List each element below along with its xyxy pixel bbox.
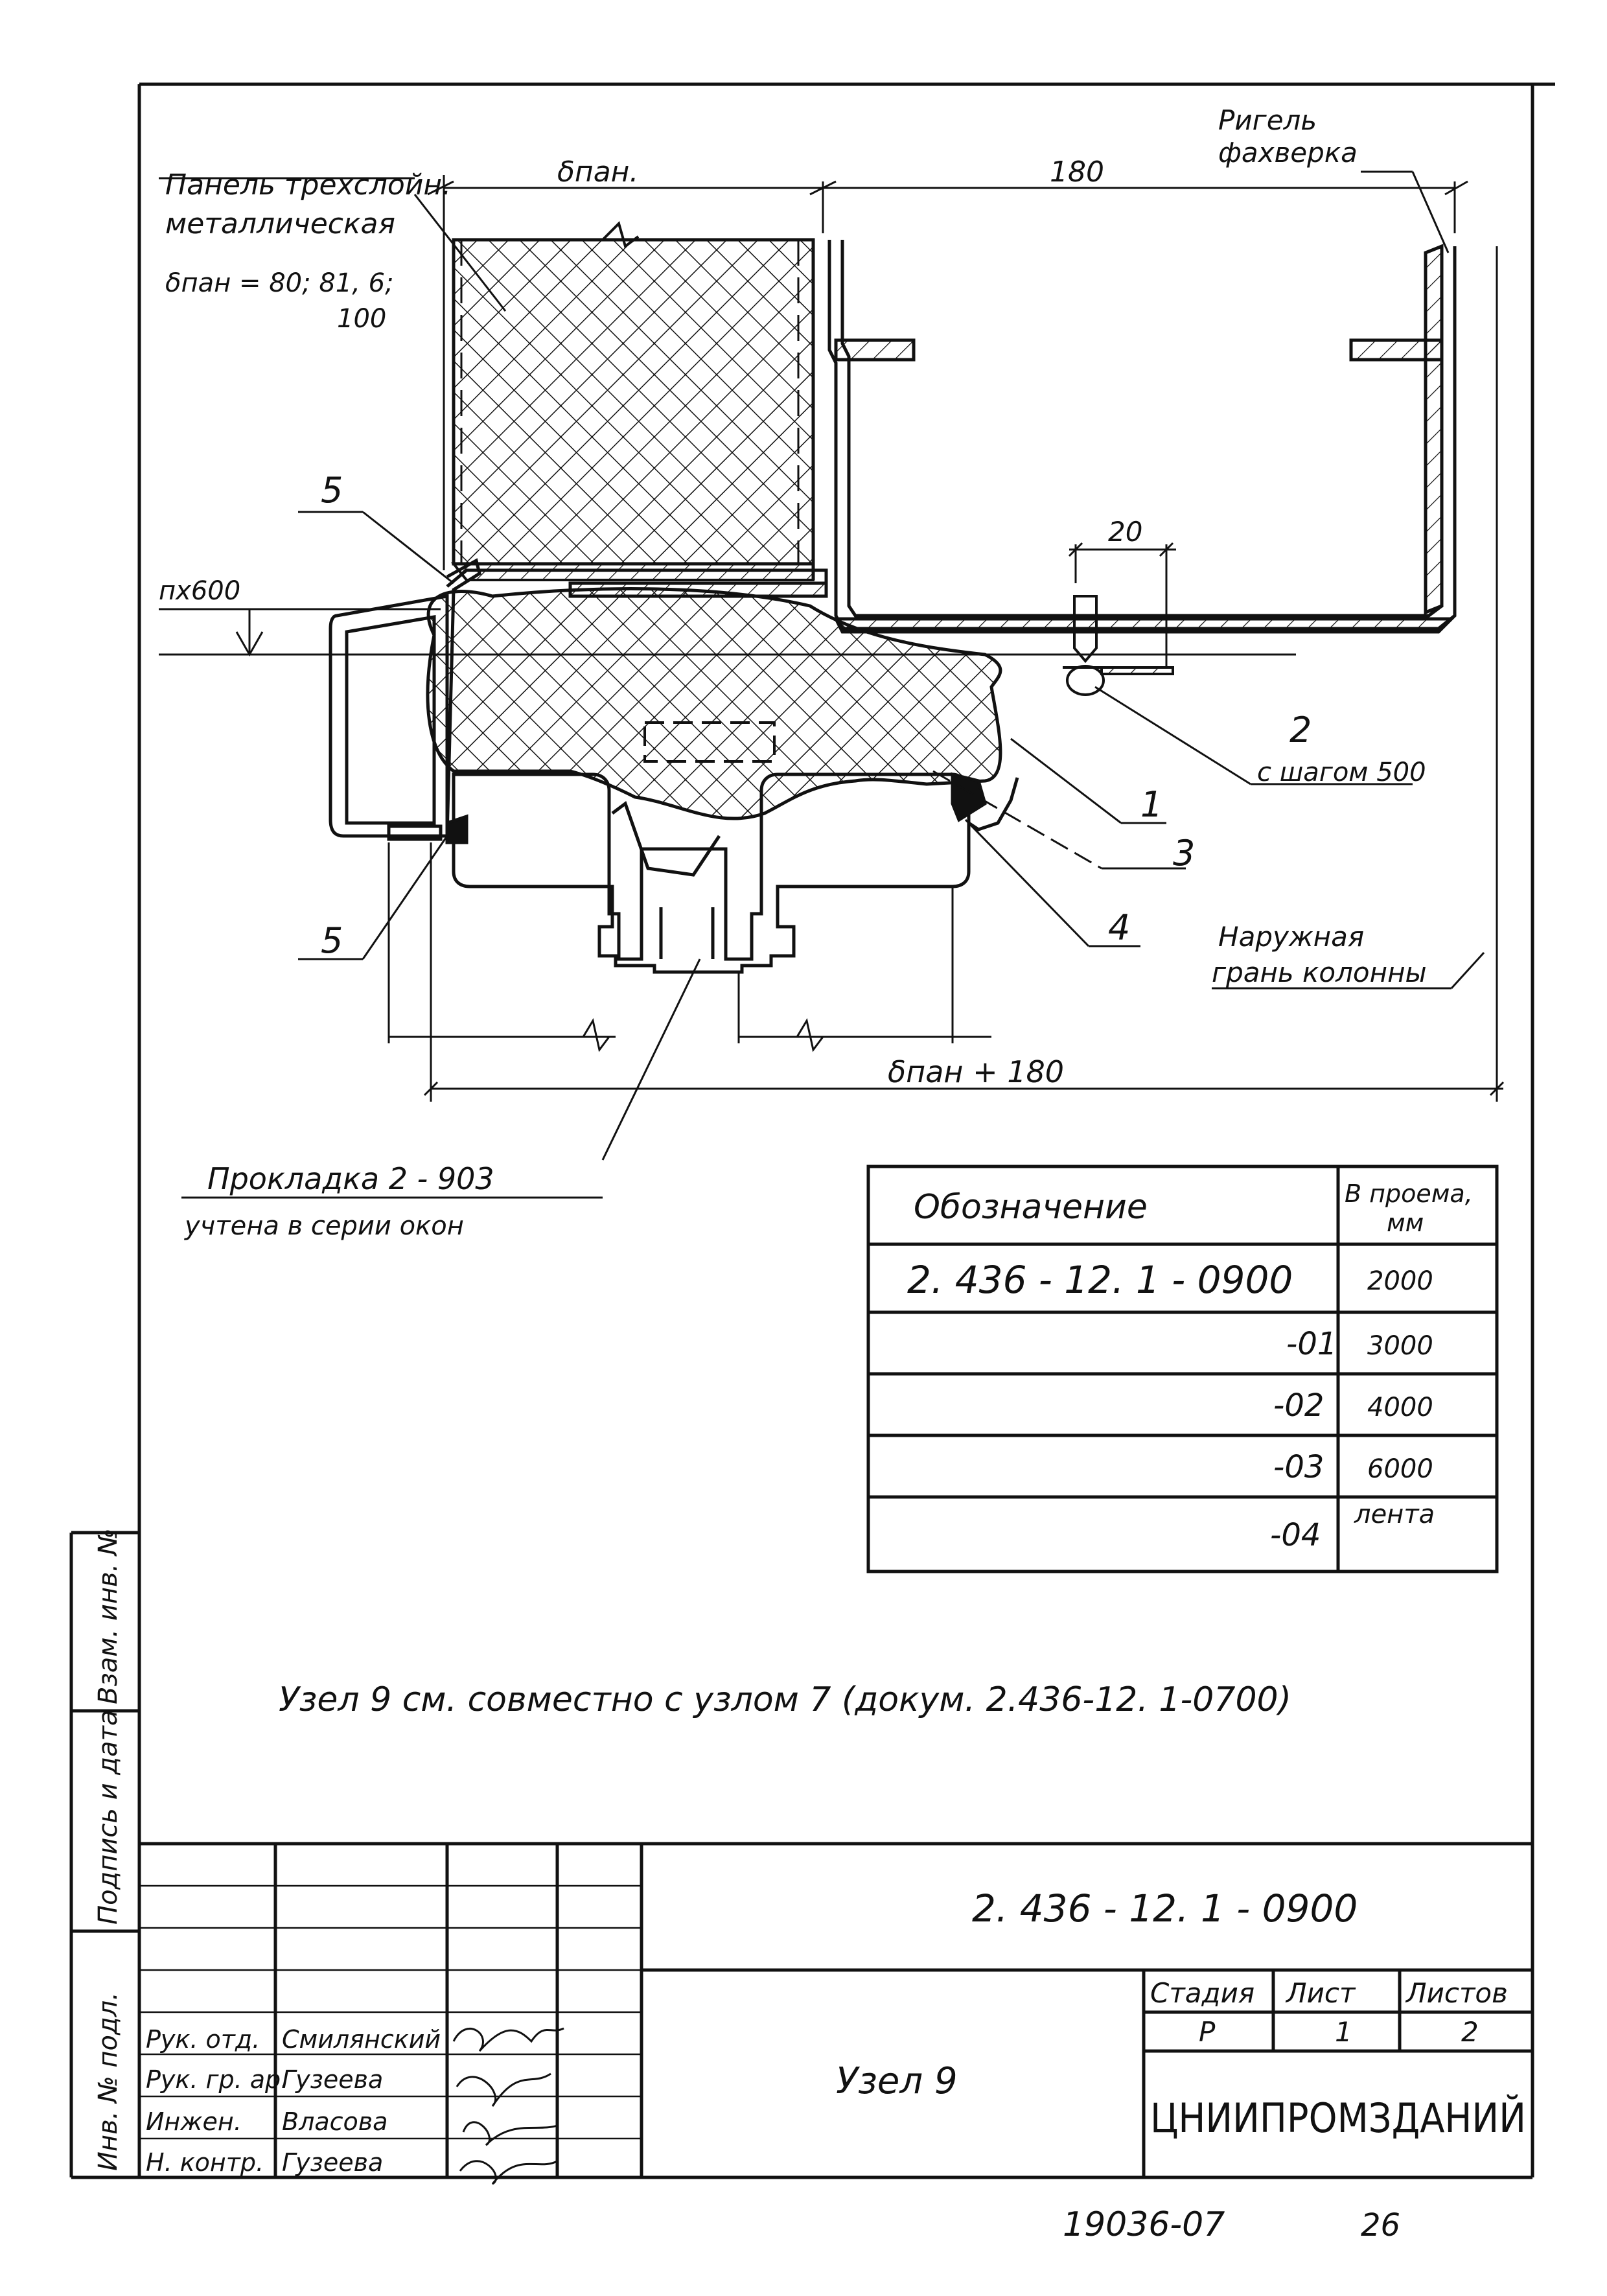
dim-total-label: δпан + 180 [888, 1054, 1064, 1089]
sheet-value: 1 [1335, 2016, 1352, 2048]
sheets-label: Листов [1405, 1977, 1508, 2009]
footer: 19036-07 26 [1063, 2205, 1400, 2244]
role-name: Смилянский [282, 2025, 441, 2054]
panel-label-line1: Панель трехслойн. [165, 168, 451, 202]
drawing-title: Узел 9 [836, 2060, 958, 2102]
left-flashing [329, 558, 1019, 844]
spec-row-opening: лента [1354, 1500, 1435, 1529]
stage-value: Р [1199, 2016, 1216, 2048]
archive-number: 19036-07 [1063, 2205, 1225, 2244]
spec-row-opening: 2000 [1367, 1266, 1433, 1296]
spec-header-opening-line1: В проема, [1345, 1179, 1473, 1208]
column-face-line2: грань колонны [1212, 957, 1427, 988]
role-name: Гузеева [282, 2148, 383, 2177]
dim-panel-label: δпан. [557, 156, 638, 189]
panel-three-layer [450, 221, 815, 581]
spec-table: Обозначение В проема, мм 2. 436 - 12. 1 … [866, 1165, 1499, 1573]
stage-label: Стадия [1150, 1977, 1254, 2009]
role-label: Рук. отд. [146, 2025, 260, 2054]
side-stamp: Взам. инв. № Подпись и дата Инв. № подл. [93, 1528, 123, 2171]
gasket-label-line2: учтена в серии окон [184, 1211, 464, 1241]
side-stamp-vzam-inv: Взам. инв. № [93, 1528, 123, 1704]
spec-row-designation: -04 [1270, 1517, 1321, 1553]
rigel-label-line2: фахверка [1218, 137, 1358, 168]
spec-header-designation: Обозначение [914, 1188, 1148, 1227]
role-label: Рук. гр. ар. [146, 2065, 288, 2094]
callout-5-bottom: 5 [321, 920, 343, 961]
callout-3: 3 [1173, 833, 1195, 874]
rigel-label-line1: Ригель [1218, 104, 1317, 136]
callout-5-top: 5 [321, 470, 343, 511]
panel-label-line2: металлическая [165, 207, 395, 240]
section-mark-label: пх600 [159, 576, 240, 606]
spec-row-opening: 6000 [1367, 1454, 1433, 1484]
spec-row-designation: -02 [1273, 1387, 1324, 1424]
role-name: Власова [282, 2107, 387, 2136]
dim-20-label: 20 [1108, 516, 1142, 548]
node-note: Узел 9 см. совместно с узлом 7 (докум. 2… [279, 1680, 1291, 1719]
title-block: 2. 436 - 12. 1 - 0900 Узел 9 Стадия Лист… [139, 1842, 1532, 2185]
spec-header-opening-line2: мм [1387, 1209, 1424, 1237]
side-stamp-inv-podl: Инв. № подл. [93, 1992, 123, 2171]
dim-180-label: 180 [1050, 156, 1104, 189]
spec-row-opening: 4000 [1367, 1393, 1433, 1422]
sheets-value: 2 [1461, 2016, 1479, 2048]
callout-2-note: с шагом 500 [1257, 758, 1426, 787]
organization: ЦНИИПРОМЗДАНИЙ [1150, 2094, 1526, 2142]
sheet-label: Лист [1285, 1977, 1356, 2009]
side-stamp-podpis-data: Подпись и дата [93, 1710, 123, 1925]
dimension-lines [159, 170, 1505, 1199]
signatures [452, 2027, 564, 2185]
screw-2 [1063, 595, 1174, 696]
callout-4: 4 [1108, 907, 1130, 948]
role-label: Н. контр. [146, 2148, 264, 2177]
spec-row-designation: -01 [1286, 1326, 1337, 1362]
doc-code: 2. 436 - 12. 1 - 0900 [972, 1886, 1358, 1931]
page-number: 26 [1361, 2207, 1400, 2244]
callout-2: 2 [1289, 710, 1312, 750]
gasket-label-line1: Прокладка 2 - 903 [207, 1161, 494, 1196]
sheet-frame [69, 82, 1555, 2179]
callout-1: 1 [1140, 784, 1162, 825]
drawing-labels: Панель трехслойн. металлическая δпан = 8… [159, 104, 1427, 1719]
panel-thickness-line1: δпан = 80; 81, 6; [165, 268, 394, 298]
panel-thickness-line2: 100 [337, 304, 386, 334]
spec-row-designation: 2. 436 - 12. 1 - 0900 [907, 1258, 1293, 1302]
spec-row-designation: -03 [1273, 1449, 1324, 1485]
role-name: Гузеева [282, 2065, 383, 2094]
column-face-line1: Наружная [1218, 921, 1364, 953]
role-label: Инжен. [146, 2107, 242, 2136]
rigel-profile [446, 240, 1457, 634]
spec-row-opening: 3000 [1367, 1331, 1433, 1361]
